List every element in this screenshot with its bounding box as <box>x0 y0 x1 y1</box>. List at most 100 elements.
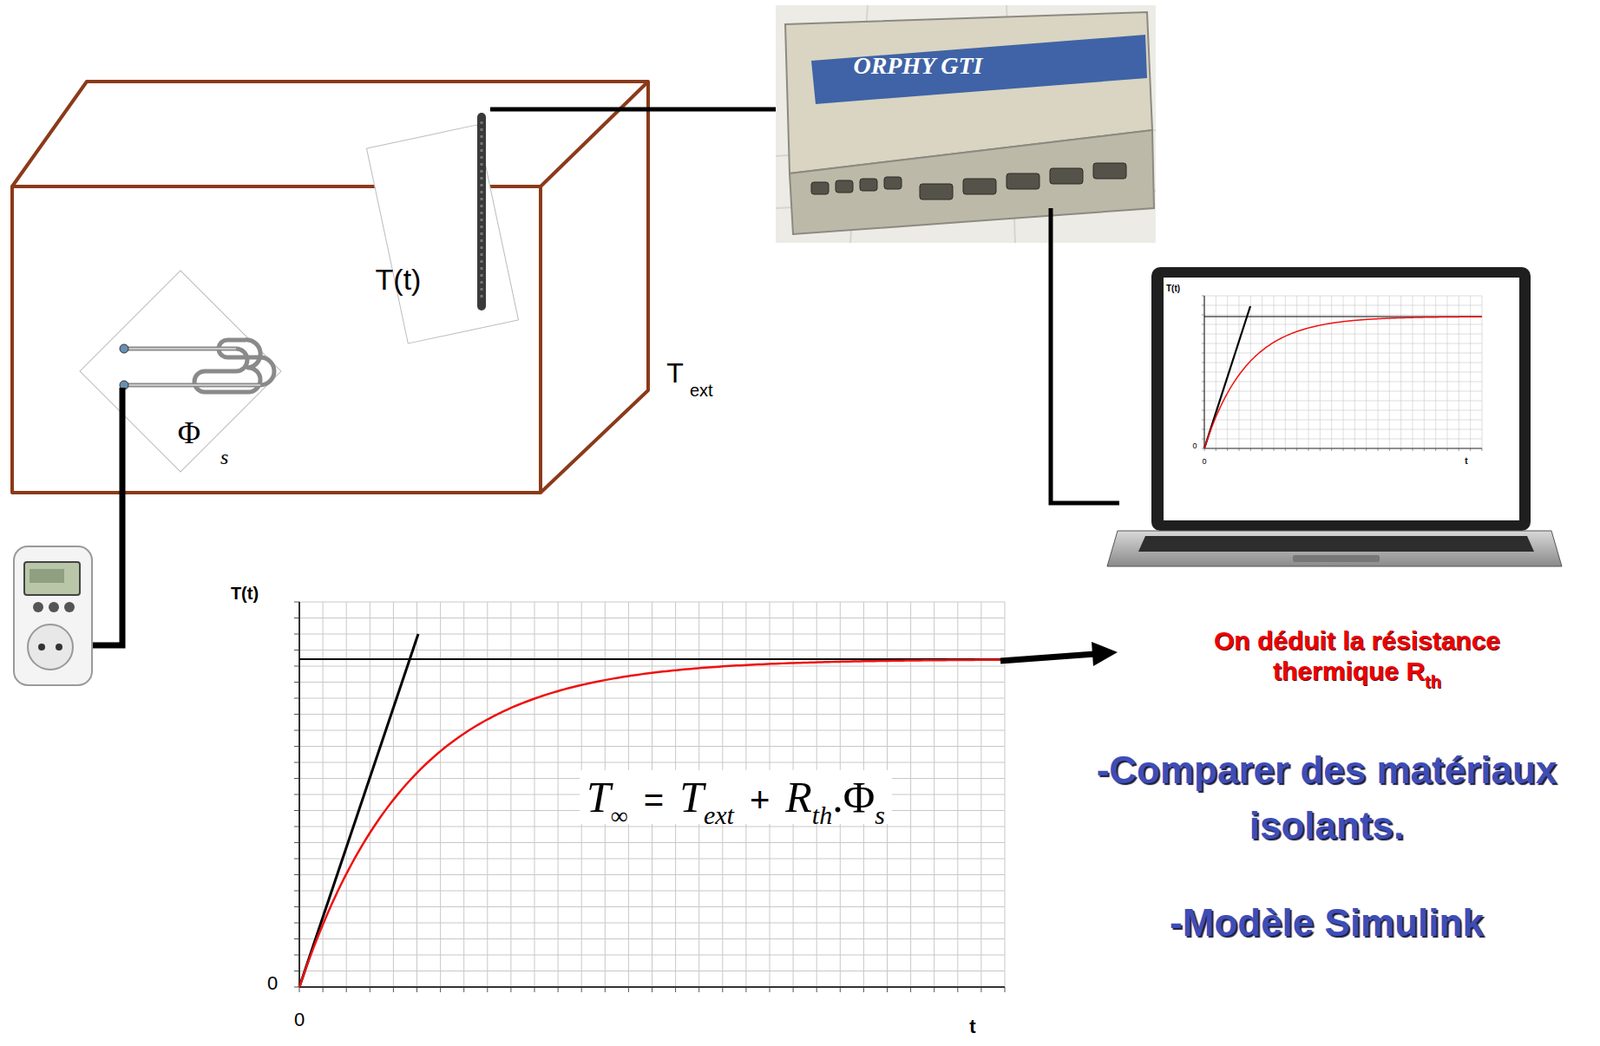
drawing-part <box>299 826 1005 828</box>
drawing-part <box>1204 447 1482 449</box>
drawing-part <box>1204 305 1482 307</box>
drawing-part <box>299 762 1005 764</box>
acquisition-interface <box>775 5 1156 243</box>
drawing-part <box>119 344 129 354</box>
drawing-part <box>64 602 75 613</box>
drawing-part <box>835 180 853 193</box>
drawing-part <box>299 859 1005 860</box>
heat-flux-symbol: Φ <box>177 415 201 452</box>
subscript: ext <box>689 380 714 401</box>
drawing-part <box>24 562 80 596</box>
drawing-part <box>1204 429 1482 431</box>
drawing-part <box>299 746 1005 748</box>
temperature-sensor <box>367 117 519 344</box>
drawing-part <box>299 842 1005 844</box>
drawing-part <box>811 182 829 195</box>
drawing-part <box>299 617 1005 619</box>
drawing-part <box>1204 372 1482 374</box>
drawing-part <box>299 698 1005 700</box>
drawing-part <box>480 121 484 302</box>
axis-label: T(t) <box>1166 283 1181 295</box>
drawing-part <box>299 634 1005 636</box>
drawing-part <box>1006 173 1040 190</box>
drawing-part <box>1203 295 1205 449</box>
drawing-part <box>1151 267 1531 532</box>
subscript: th <box>1424 672 1442 692</box>
drawing-part <box>1292 555 1380 563</box>
drawing-part <box>1204 295 1482 297</box>
drawing-part <box>1204 295 1482 449</box>
drawing-part <box>299 874 1005 876</box>
drawing-part <box>79 270 282 473</box>
drawing-part <box>12 81 649 493</box>
drawing-part <box>775 5 1156 243</box>
drawing-part <box>367 124 519 344</box>
formula-symbol: .Φ <box>832 773 875 822</box>
device-brand: ORPHY GTI <box>852 52 983 80</box>
drawing-part <box>13 546 92 686</box>
drawing-part <box>1049 208 1054 220</box>
formula: T∞=Text+Rth.Φs <box>579 770 892 825</box>
drawing-part <box>299 987 1005 989</box>
conclusion-text: On déduit la résistance thermique R <box>1213 626 1501 686</box>
drawing-part <box>1138 536 1535 552</box>
drawing-part <box>124 348 261 386</box>
drawing-part <box>299 891 1005 892</box>
response-chart <box>294 602 1005 993</box>
drawing-part <box>29 569 65 584</box>
drawing-part <box>1204 391 1482 393</box>
drawing-part <box>1000 654 1096 662</box>
axis-value: 0 <box>1192 441 1197 451</box>
objective-text: -Comparer des matériaux isolants. <box>1083 742 1570 854</box>
drawing-part <box>1204 353 1482 355</box>
drawing-part <box>1093 163 1127 179</box>
drawing-part <box>299 602 1005 604</box>
drawing-part <box>299 649 1005 651</box>
formula-subscript: th <box>812 800 833 830</box>
drawing-part <box>299 986 1005 989</box>
drawing-part <box>299 634 419 988</box>
conclusion-arrow <box>1000 642 1118 667</box>
temperature-label: T(t) <box>375 262 422 297</box>
drawing-part <box>1204 334 1482 335</box>
outside-temperature-label: T <box>666 357 684 390</box>
wattmeter <box>13 546 92 686</box>
axis-label: t <box>1464 456 1468 467</box>
drawing-part <box>1204 362 1482 364</box>
drawing-part <box>299 681 1005 683</box>
drawing-part <box>55 643 63 651</box>
drawing-part <box>1204 316 1482 449</box>
screen-chart <box>1201 295 1482 452</box>
formula-symbol: T <box>586 773 611 822</box>
drawing-part <box>299 970 1005 972</box>
drawing-part <box>1204 400 1482 402</box>
drawing-part <box>919 183 953 200</box>
drawing-part <box>859 178 878 191</box>
drawing-part <box>1204 324 1482 326</box>
drawing-part <box>38 643 46 651</box>
drawing-part <box>32 602 44 613</box>
drawing-part <box>299 923 1005 925</box>
drawing-part <box>1204 448 1482 450</box>
drawing-part <box>1204 295 1206 449</box>
drawing-part <box>1204 381 1482 383</box>
drawing-part <box>789 130 1155 235</box>
heating-element <box>79 270 282 473</box>
drawing-part <box>1091 642 1118 667</box>
drawing-part <box>884 177 902 190</box>
conclusion-block: On déduit la résistance thermique Rth <box>1153 626 1561 688</box>
sensor-wire <box>490 107 786 112</box>
axis-label: T(t) <box>230 583 259 604</box>
drawing-part <box>1204 314 1482 316</box>
drawing-part <box>1107 531 1562 567</box>
drawing-part <box>1204 410 1482 412</box>
drawing-part <box>1163 277 1520 521</box>
drawing-part <box>540 81 649 187</box>
drawing-part <box>477 117 486 307</box>
drawing-part <box>1204 419 1482 421</box>
formula-operator: + <box>749 780 770 820</box>
drawing-part <box>299 660 1005 988</box>
subscript: s <box>220 445 229 471</box>
drawing-part <box>299 602 1005 988</box>
drawing-part <box>1204 448 1482 452</box>
